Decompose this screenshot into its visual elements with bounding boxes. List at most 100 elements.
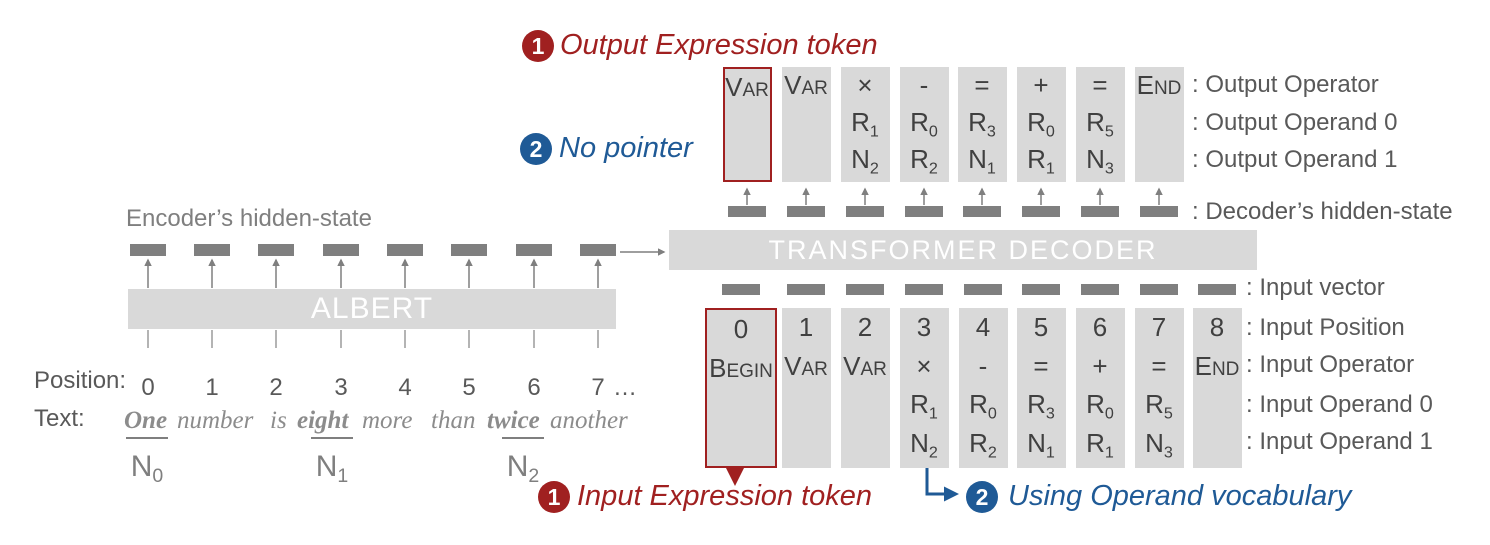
operand-base: R bbox=[1086, 427, 1105, 458]
operator-text: V bbox=[725, 72, 743, 102]
operand-subscript: 3 bbox=[986, 122, 996, 141]
word-number: number bbox=[177, 407, 254, 434]
word-eight: eight bbox=[297, 407, 349, 434]
text-label: Text: bbox=[34, 405, 85, 432]
encoder-hidden-state-1 bbox=[194, 244, 230, 256]
input-operand-0-cell: R5 bbox=[1135, 385, 1184, 424]
position-label: Position: bbox=[34, 367, 127, 394]
decoder-hidden-state-6 bbox=[1081, 206, 1119, 217]
decoder-hidden-state-2 bbox=[846, 206, 884, 217]
encoder-hidden-state-0 bbox=[130, 244, 166, 256]
input-operand-1-cell bbox=[841, 424, 890, 463]
encoder-position-5: 5 bbox=[462, 374, 476, 401]
word-is: is bbox=[270, 407, 287, 434]
input-vector-4 bbox=[964, 284, 1002, 295]
operand-base: R bbox=[969, 389, 988, 419]
input-operand-1-cell: R1 bbox=[1076, 424, 1125, 463]
operand-subscript: 0 bbox=[1045, 122, 1055, 141]
albert-label: ALBERT bbox=[310, 292, 434, 325]
operand-subscript: 5 bbox=[1163, 404, 1173, 423]
output-operand-1-cell bbox=[725, 143, 770, 180]
operand-base: N bbox=[851, 144, 870, 174]
input-operand-0-cell: R0 bbox=[959, 385, 1008, 424]
operator-text-smallcaps: AR bbox=[742, 80, 769, 101]
input-position-cell: 4 bbox=[975, 312, 991, 342]
output-operand-0-cell: R0 bbox=[900, 104, 949, 141]
input-operator-cell: BEGIN bbox=[707, 349, 775, 388]
input-operand-0-label: : Input Operand 0 bbox=[1246, 391, 1433, 418]
encoder-hidden-state-6 bbox=[516, 244, 552, 256]
input-vector-5 bbox=[1022, 284, 1060, 295]
input-operand-1-cell: N2 bbox=[900, 424, 949, 463]
operator-text-smallcaps: EGIN bbox=[726, 360, 773, 382]
input-operand-0-cell bbox=[782, 385, 831, 424]
operand-subscript: 1 bbox=[869, 122, 879, 141]
output-operand-1-cell: N1 bbox=[958, 141, 1007, 178]
output-operator-cell: = bbox=[1092, 70, 1108, 100]
input-expression-badge: 1 bbox=[538, 481, 570, 513]
output-operand-1-label: : Output Operand 1 bbox=[1192, 146, 1398, 173]
operand-base: R bbox=[1145, 389, 1164, 419]
operand-vocabulary-badge: 2 bbox=[966, 481, 998, 513]
operand-subscript: 1 bbox=[1045, 159, 1055, 178]
input-operand-1-cell bbox=[1193, 424, 1242, 463]
input-operator-cell: - bbox=[978, 350, 988, 381]
input-operand-0-cell bbox=[707, 387, 775, 426]
operand-subscript: 1 bbox=[1045, 443, 1055, 462]
input-position-cell: 1 bbox=[798, 312, 814, 342]
operand-base: R bbox=[969, 427, 988, 458]
operator-text: B bbox=[709, 352, 727, 383]
number-label-n0: N0 bbox=[130, 450, 164, 487]
input-operator-cell: = bbox=[1033, 350, 1049, 381]
encoder-position-0: 0 bbox=[141, 374, 155, 401]
transformer-decoder-box: TRANSFORMER DECODER bbox=[669, 230, 1257, 270]
encoder-position-7: 7 bbox=[591, 374, 605, 401]
output-operand-1-cell bbox=[782, 141, 831, 178]
operand-subscript: 2 bbox=[928, 159, 938, 178]
input-vector-label: : Input vector bbox=[1246, 274, 1385, 301]
operand-subscript: 3 bbox=[1045, 404, 1055, 423]
operator-text-smallcaps: AR bbox=[801, 78, 828, 99]
output-operator-cell: END bbox=[1135, 67, 1184, 104]
input-position-cell: 3 bbox=[916, 312, 932, 342]
encoder-position-6: 6 bbox=[527, 374, 541, 401]
no-pointer-badge: 2 bbox=[520, 133, 552, 165]
output-operand-0-cell: R5 bbox=[1076, 104, 1125, 141]
output-operand-1-cell: R2 bbox=[900, 141, 949, 178]
encoder-position-3: 3 bbox=[334, 374, 348, 401]
operand-subscript: 0 bbox=[928, 122, 938, 141]
output-operator-cell: VAR bbox=[725, 69, 770, 106]
operand-subscript: 5 bbox=[1104, 122, 1114, 141]
input-position-cell: 0 bbox=[733, 314, 749, 344]
output-expression-badge: 1 bbox=[522, 30, 554, 62]
operand-base: R bbox=[1027, 144, 1046, 174]
operand-subscript: 2 bbox=[869, 159, 879, 178]
output-operator-cell: × bbox=[857, 70, 873, 100]
decoder-hidden-state-7 bbox=[1140, 206, 1178, 217]
output-operand-0-cell bbox=[1135, 104, 1184, 141]
decoder-hidden-state-3 bbox=[905, 206, 943, 217]
operand-base: N bbox=[1086, 144, 1105, 174]
input-operand-1-cell: N3 bbox=[1135, 424, 1184, 463]
output-operator-cell: + bbox=[1033, 70, 1049, 100]
albert-box: ALBERT bbox=[128, 289, 616, 329]
position-ellipsis: … bbox=[613, 374, 637, 401]
operand-base: R bbox=[1027, 389, 1046, 419]
operand-base: R bbox=[910, 107, 929, 137]
output-operand-0-cell: R1 bbox=[841, 104, 890, 141]
operand-base: R bbox=[1086, 107, 1105, 137]
input-operator-cell: + bbox=[1092, 350, 1108, 381]
output-operator-cell: = bbox=[974, 70, 990, 100]
operand-base: N bbox=[968, 144, 987, 174]
operand-base: N bbox=[1145, 427, 1164, 458]
encoder-hidden-state-5 bbox=[451, 244, 487, 256]
word-more: more bbox=[362, 407, 413, 434]
input-operand-1-cell: R2 bbox=[959, 424, 1008, 463]
input-expression-label: Input Expression token bbox=[577, 480, 873, 512]
